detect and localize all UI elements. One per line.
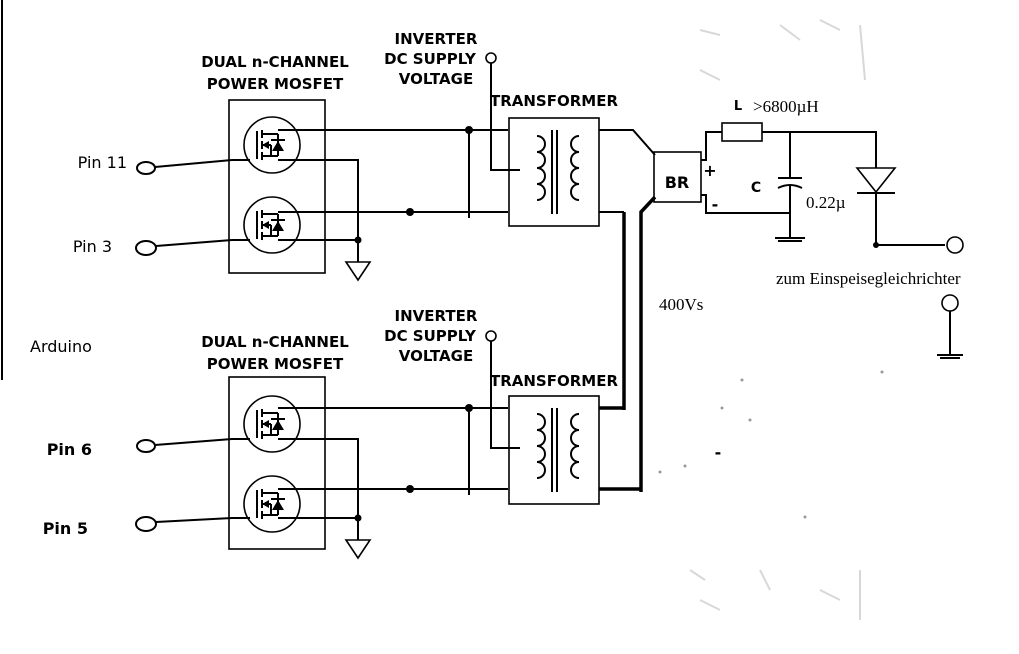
top-transformer-label: TRANSFORMER [490, 92, 618, 110]
pin6-terminal[interactable] [136, 439, 156, 453]
inductor-out-wire [762, 131, 877, 168]
bottom-supply-wire [490, 341, 520, 449]
top-supply-wire [490, 63, 520, 171]
bottom-source-wire-1 [278, 438, 359, 540]
bridge-negative-wire [701, 194, 790, 214]
faint-marks [658, 370, 884, 519]
top-ground-symbol [345, 261, 371, 281]
output-diode [855, 167, 897, 194]
bottom-transformer [508, 395, 600, 505]
bridge-label: BR [665, 173, 690, 192]
mosfet-bottom-label-2: POWER MOSFET [207, 355, 344, 373]
mosfet-top-lower [243, 196, 301, 254]
mosfet-top-block [228, 99, 326, 274]
bottom-inverter-label-2: DC SUPPLY [384, 327, 477, 345]
pin5-terminal[interactable] [135, 516, 157, 532]
output-label: zum Einspeisegleichrichter [776, 269, 961, 288]
mosfet-bottom-lower [243, 475, 301, 533]
bottom-ground-symbol [345, 539, 371, 559]
bridge-minus-label: - [712, 195, 719, 214]
bottom-node-2 [406, 485, 414, 493]
bottom-transformer-label: TRANSFORMER [490, 372, 618, 390]
top-inverter-label-1: INVERTER [395, 30, 478, 48]
top-inverter-label-3: VOLTAGE [399, 70, 473, 88]
pin11-label: Pin 11 [78, 153, 127, 172]
mosfet-top-label-2: POWER MOSFET [207, 75, 344, 93]
bridge-positive-wire [701, 131, 722, 161]
pin6-wire [154, 438, 250, 446]
bridge-return-wire [639, 195, 657, 492]
arduino-label: Arduino [30, 337, 92, 356]
voltage-label: 400Vs [659, 295, 703, 314]
mosfet-top-label-1: DUAL n-CHANNEL [201, 53, 349, 71]
bottom-inverter-label-3: VOLTAGE [399, 347, 473, 365]
top-secondary-wire-1 [599, 129, 656, 156]
stray-minus-label: - [715, 443, 722, 462]
pin6-label: Pin 6 [47, 440, 92, 459]
mosfet-top-package [228, 99, 326, 274]
diode-node [873, 242, 879, 248]
top-transformer [508, 117, 600, 227]
top-inverter-label-2: DC SUPPLY [384, 50, 477, 68]
cap-letter: C [751, 180, 761, 196]
top-node-2 [406, 208, 414, 216]
top-source-wire-1 [278, 159, 359, 262]
cap-value: 0.22µ [806, 193, 846, 212]
inductor-value: >6800µH [753, 97, 819, 116]
mosfet-bottom-block [228, 376, 326, 550]
mosfet-top-upper [243, 116, 301, 174]
output-terminal-negative[interactable] [941, 294, 959, 312]
inductor-letter: L [734, 99, 742, 114]
mosfet-bottom-package [228, 376, 326, 550]
bottom-source-node [354, 514, 362, 522]
inductor [721, 122, 763, 142]
mosfet-bottom-label-1: DUAL n-CHANNEL [201, 333, 349, 351]
bottom-inverter-label-1: INVERTER [395, 307, 478, 325]
top-supply-terminal[interactable] [485, 52, 497, 64]
mosfet-bottom-upper [243, 395, 301, 453]
pin3-label: Pin 3 [73, 237, 112, 256]
pin11-terminal[interactable] [136, 161, 156, 175]
pin3-wire [155, 239, 250, 247]
pin11-wire [154, 159, 250, 168]
bottom-supply-terminal[interactable] [485, 330, 497, 342]
diode-out-wire [875, 193, 945, 246]
pin5-wire [155, 517, 250, 523]
bridge-rectifier [653, 151, 702, 203]
top-source-node [354, 236, 362, 244]
pin3-terminal[interactable] [135, 240, 157, 256]
erased-artefacts [689, 19, 866, 620]
bridge-plus-label: + [703, 161, 716, 180]
output-terminal-positive[interactable] [946, 236, 964, 254]
pin5-label: Pin 5 [43, 519, 88, 538]
